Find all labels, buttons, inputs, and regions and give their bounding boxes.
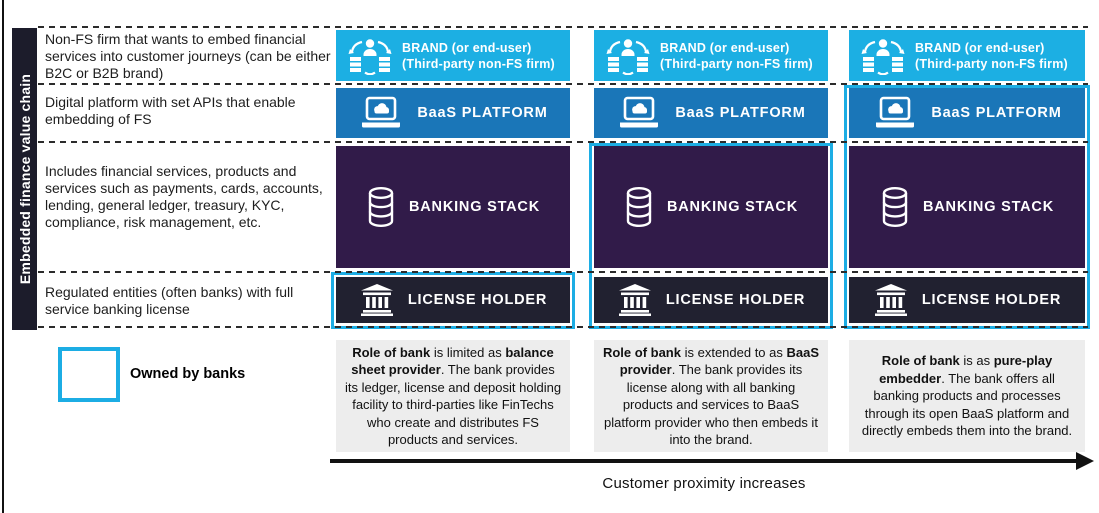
banking-stack-label: BANKING STACK xyxy=(409,199,540,215)
customer-proximity-arrow-head xyxy=(1076,452,1094,470)
license-holder-box: LICENSE HOLDER xyxy=(594,277,828,323)
brand-box: BRAND (or end-user) (Third-party non-FS … xyxy=(336,30,570,81)
row-description-banking-stack: Includes financial services, products an… xyxy=(45,163,323,230)
baas-platform-label: BaaS PLATFORM xyxy=(417,105,548,121)
baas-platform-box: BaaS PLATFORM xyxy=(849,88,1085,138)
brand-box: BRAND (or end-user) (Third-party non-FS … xyxy=(594,30,828,81)
brand-box-label: BRAND (or end-user) (Third-party non-FS … xyxy=(402,40,555,71)
license-holder-label: LICENSE HOLDER xyxy=(407,292,548,308)
banking-stack-box: BANKING STACK xyxy=(594,146,828,268)
role-of-bank-text: Role of bank is as pure-play embedder. T… xyxy=(861,353,1073,439)
license-holder-box: LICENSE HOLDER xyxy=(849,277,1085,323)
dashed-divider xyxy=(38,83,1088,85)
dashed-divider xyxy=(38,26,1088,28)
license-holder-label: LICENSE HOLDER xyxy=(665,292,806,308)
baas-platform-label: BaaS PLATFORM xyxy=(931,105,1062,121)
brand-people-buildings-icon xyxy=(861,38,905,75)
owned-by-banks-legend-label: Owned by banks xyxy=(130,366,246,382)
banking-stack-box: BANKING STACK xyxy=(849,146,1085,268)
value-chain-sidebar: Embedded finance value chain xyxy=(12,28,37,330)
bank-building-icon xyxy=(360,284,393,316)
role-of-bank-text: Role of bank is limited as balance sheet… xyxy=(344,344,562,448)
laptop-cloud-icon xyxy=(876,96,915,128)
customer-proximity-axis-label: Customer proximity increases xyxy=(602,475,806,492)
laptop-cloud-icon xyxy=(362,96,401,128)
banking-stack-box: BANKING STACK xyxy=(336,146,570,268)
dashed-divider xyxy=(38,326,1088,328)
row-description-license: Regulated entities (often banks) with fu… xyxy=(45,284,294,317)
row-description-brand: Non-FS firm that wants to embed financia… xyxy=(45,31,331,81)
license-holder-label: LICENSE HOLDER xyxy=(921,292,1062,308)
banking-stack-label: BANKING STACK xyxy=(667,199,798,215)
dashed-divider xyxy=(38,141,1088,143)
brand-box-label: BRAND (or end-user) (Third-party non-FS … xyxy=(915,40,1068,71)
bank-building-icon xyxy=(618,284,651,316)
bank-building-icon xyxy=(874,284,907,316)
owned-by-banks-legend-swatch xyxy=(58,347,120,402)
role-of-bank-block-3: Role of bank is as pure-play embedder. T… xyxy=(849,340,1085,452)
database-stack-icon xyxy=(626,186,652,227)
banking-stack-label: BANKING STACK xyxy=(923,199,1054,215)
left-frame-line xyxy=(2,0,4,513)
brand-people-buildings-icon xyxy=(348,38,392,75)
role-of-bank-block-1: Role of bank is limited as balance sheet… xyxy=(336,340,570,452)
customer-proximity-arrow-line xyxy=(330,459,1078,463)
database-stack-icon xyxy=(368,186,394,227)
dashed-divider xyxy=(38,271,1088,273)
license-holder-box: LICENSE HOLDER xyxy=(336,277,570,323)
row-description-platform: Digital platform with set APIs that enab… xyxy=(45,94,296,127)
brand-box-label: BRAND (or end-user) (Third-party non-FS … xyxy=(660,40,813,71)
brand-box: BRAND (or end-user) (Third-party non-FS … xyxy=(849,30,1085,81)
role-of-bank-block-2: Role of bank is extended to as BaaS prov… xyxy=(594,340,828,452)
baas-platform-box: BaaS PLATFORM xyxy=(594,88,828,138)
laptop-cloud-icon xyxy=(620,96,659,128)
role-of-bank-text: Role of bank is extended to as BaaS prov… xyxy=(602,344,820,448)
baas-platform-box: BaaS PLATFORM xyxy=(336,88,570,138)
sidebar-label: Embedded finance value chain xyxy=(16,73,33,285)
baas-platform-label: BaaS PLATFORM xyxy=(675,105,806,121)
database-stack-icon xyxy=(882,186,908,227)
brand-people-buildings-icon xyxy=(606,38,650,75)
